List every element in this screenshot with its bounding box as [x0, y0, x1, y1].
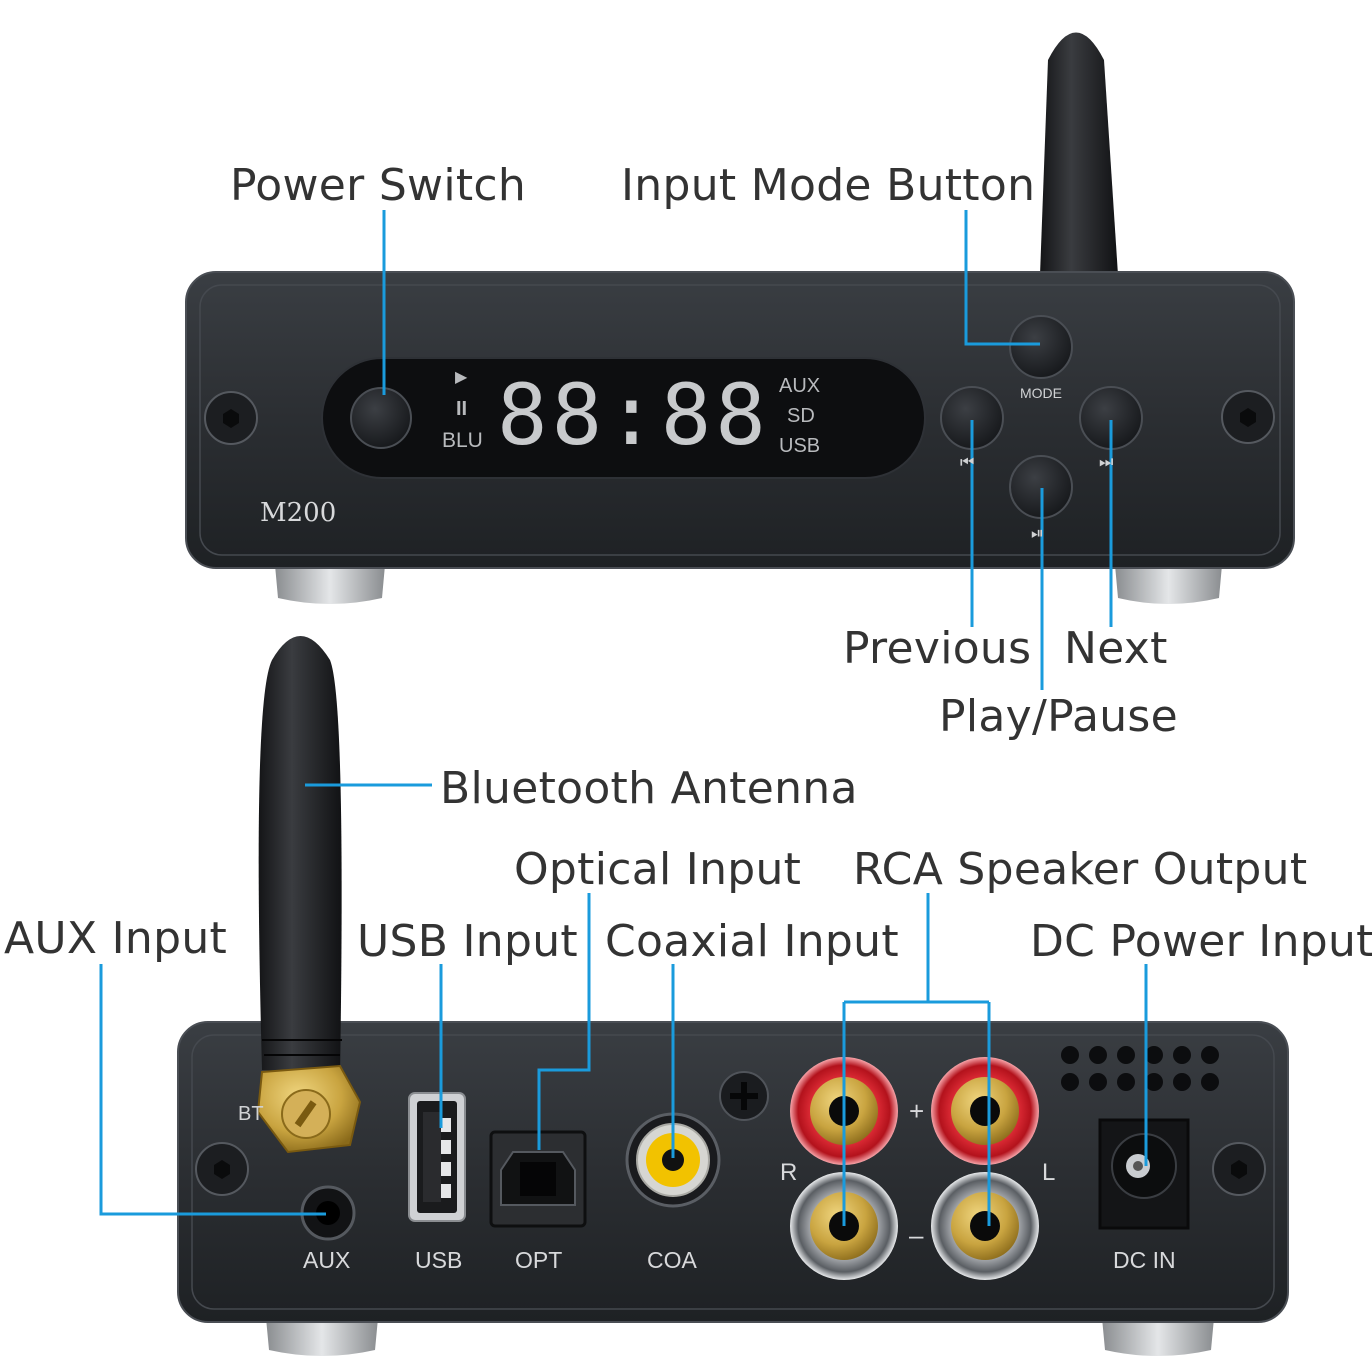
callout-next: Next [1064, 623, 1168, 674]
front-foot-right [1115, 565, 1222, 604]
opt-port-label: OPT [515, 1247, 563, 1273]
vent-holes [1061, 1046, 1219, 1091]
source-sd: SD [787, 405, 815, 427]
next-symbol: ⏭ [1099, 454, 1114, 471]
bt-label: BT [238, 1103, 264, 1125]
usb-port-label: USB [415, 1247, 463, 1273]
source-aux: AUX [779, 375, 821, 397]
dc-power-jack[interactable] [1098, 1118, 1190, 1230]
optical-port[interactable] [489, 1130, 587, 1228]
rear-foot-right [1102, 1318, 1214, 1356]
display-digits: 88:88 [497, 366, 770, 464]
speaker-terminal-l-minus[interactable] [931, 1172, 1039, 1280]
front-foot-left [275, 565, 385, 604]
model-name: M200 [260, 498, 337, 528]
front-screw-left [204, 391, 258, 445]
channel-left: L [1042, 1159, 1056, 1186]
front-antenna [1040, 32, 1118, 275]
front-screw-right [1221, 390, 1275, 444]
callout-lines [99, 210, 1148, 1226]
callout-coaxial-input: Coaxial Input [605, 916, 899, 967]
playpause-symbol: ⏯ [1031, 525, 1044, 542]
source-usb: USB [779, 435, 821, 457]
callout-optical-input: Optical Input [514, 844, 802, 895]
play-indicator: ▶ [455, 369, 468, 386]
rear-screw-right [1212, 1142, 1266, 1196]
line-aux-input [99, 964, 326, 1216]
polarity-minus: – [909, 1220, 924, 1250]
front-display-window [321, 357, 926, 479]
power-switch-button[interactable] [350, 387, 412, 449]
callout-power-switch: Power Switch [230, 160, 527, 211]
dc-in-port-label: DC IN [1113, 1247, 1176, 1273]
callout-previous: Previous [843, 623, 1032, 674]
line-rca-output [842, 893, 991, 1226]
callout-dc-power-input: DC Power Input [1030, 916, 1372, 967]
blu-indicator: BLU [442, 429, 483, 452]
callout-usb-input: USB Input [357, 916, 578, 967]
rear-center-screw [719, 1071, 769, 1121]
pause-indicator: II [456, 398, 468, 420]
mode-button[interactable] [1009, 315, 1073, 379]
polarity-plus: + [909, 1096, 925, 1126]
bluetooth-antenna[interactable] [256, 636, 362, 1154]
prev-symbol: ⏮ [960, 454, 975, 471]
callout-play-pause: Play/Pause [939, 691, 1178, 742]
mode-label: MODE [1020, 385, 1062, 401]
callout-input-mode-button: Input Mode Button [621, 160, 1036, 211]
line-input-mode [964, 210, 1040, 346]
line-optical-input [537, 893, 591, 1150]
usb-port[interactable] [408, 1092, 466, 1222]
speaker-terminal-l-plus[interactable] [931, 1057, 1039, 1165]
front-unit [185, 32, 1295, 604]
rear-screw-left [195, 1142, 249, 1196]
channel-right: R [780, 1159, 798, 1186]
aux-port-label: AUX [303, 1247, 351, 1273]
coa-port-label: COA [647, 1247, 697, 1273]
callout-bluetooth-antenna: Bluetooth Antenna [440, 763, 858, 814]
rear-foot-left [266, 1318, 378, 1356]
coaxial-port[interactable] [625, 1112, 721, 1208]
callout-rca-speaker-output: RCA Speaker Output [853, 844, 1308, 895]
callout-aux-input: AUX Input [4, 913, 228, 964]
